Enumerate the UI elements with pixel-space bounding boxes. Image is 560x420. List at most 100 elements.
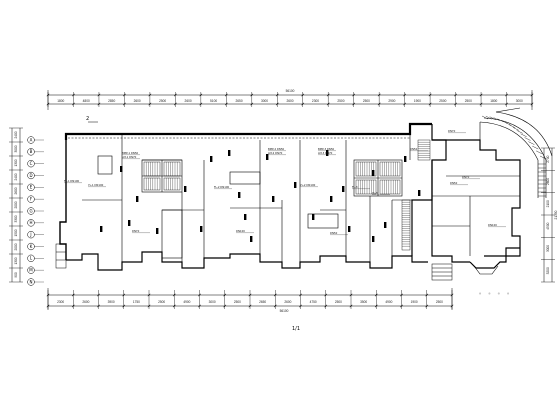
bottom-dimension-label: 1900 — [411, 300, 418, 304]
column-mark — [244, 214, 247, 220]
bottom-dimension-label: 2650 — [259, 300, 266, 304]
pipe-annotation: BMP-3 DN50 — [318, 147, 335, 151]
terrace-hatch-line — [493, 117, 500, 121]
stair-block — [163, 177, 181, 191]
top-dimension-label: 2500 — [337, 99, 344, 103]
dim-slash — [324, 304, 328, 308]
pipe-annotation: DN70 — [462, 175, 470, 179]
dim-slash — [450, 293, 454, 297]
bottom-total-dimension: 56100 — [280, 309, 289, 313]
curved-terrace — [479, 107, 553, 198]
pipe-annotation: DN100 — [488, 223, 497, 227]
dim-slash — [223, 293, 227, 297]
dim-slash — [400, 293, 403, 297]
dim-slash — [352, 102, 356, 106]
column-mark — [384, 222, 387, 228]
pipe-annotation: FL-3 — [352, 185, 358, 189]
dim-slash — [46, 93, 50, 97]
top-total-dimension: 56100 — [286, 89, 295, 93]
dim-slash — [374, 293, 378, 297]
dim-slash — [147, 304, 151, 308]
right-dimension-label: 2100 — [546, 200, 550, 207]
dim-slash — [148, 93, 152, 97]
grid-bubble-label: K — [30, 244, 33, 249]
top-dimension-label: 2500 — [439, 99, 446, 103]
terrace-hatch-line — [528, 141, 535, 145]
left-dimension-label: 1500 — [14, 229, 18, 236]
top-dimension-label: 2500 — [159, 99, 166, 103]
top-dimension-label: 2500 — [363, 99, 370, 103]
left-dimension-label: 3300 — [14, 215, 18, 222]
bottom-dimension-label: 3000 — [209, 300, 216, 304]
column-mark — [312, 214, 315, 220]
dim-slash — [530, 93, 534, 97]
dim-slash — [425, 304, 429, 308]
column-mark — [238, 192, 241, 198]
stair-block — [143, 177, 161, 191]
top-dimension-label: 4800 — [83, 99, 90, 103]
dim-slash — [377, 102, 381, 106]
dim-slash — [224, 93, 228, 97]
bottom-dimension-label: 4750 — [310, 300, 317, 304]
terrace-hatch-line — [489, 116, 496, 120]
dim-slash — [505, 93, 508, 97]
terrace-hatch-line — [532, 145, 539, 150]
column-mark — [200, 226, 203, 232]
left-dimension-label: 2000 — [14, 201, 18, 208]
bottom-dimension-label: 1750 — [133, 300, 140, 304]
left-dimension-label: 1300 — [14, 257, 18, 264]
pipe-annotation: YL-3 — [372, 191, 378, 195]
pipe-annotation: BMP-2 DN50 — [268, 147, 285, 151]
dim-slash — [400, 304, 403, 308]
bottom-dimension-label: 4900 — [183, 300, 190, 304]
pipe-annotation: DN50 — [450, 181, 458, 185]
dim-slash — [123, 93, 126, 97]
structural-columns — [100, 150, 421, 242]
terrace-hatch-line — [505, 122, 512, 126]
watermark: • • • • — [478, 290, 512, 298]
column-mark — [372, 170, 375, 176]
dim-slash — [224, 102, 228, 106]
stair-block — [379, 179, 401, 195]
top-dimension-label: 2900 — [388, 99, 395, 103]
dim-slash — [450, 304, 454, 308]
dim-slash — [299, 304, 302, 308]
grid-bubble-label: H — [29, 220, 32, 225]
column-mark — [156, 228, 159, 234]
top-dimension-label: 2650 — [236, 99, 243, 103]
dim-slash — [97, 93, 101, 97]
pipe-annotation: LM-1 DN70 — [122, 155, 137, 159]
dim-slash — [147, 293, 151, 297]
dim-slash — [46, 102, 50, 106]
dim-slash — [326, 93, 330, 97]
terrace-hatch-line — [508, 124, 516, 128]
bottom-dimension-label: 3900 — [108, 300, 115, 304]
right-dimension-label: 4500 — [546, 222, 550, 229]
dim-slash — [273, 304, 277, 308]
column-mark — [326, 150, 329, 156]
left-dimension-label: 2000 — [14, 243, 18, 250]
stair-block — [417, 139, 431, 161]
dim-slash — [273, 293, 277, 297]
top-dimension-label: 2500 — [465, 99, 472, 103]
right-dimension-label: 3200 — [546, 267, 550, 274]
dim-slash — [250, 102, 254, 106]
top-dimension-label: 2600 — [286, 99, 293, 103]
terrace-hatch-line — [539, 155, 547, 160]
top-dimension-label: 2850 — [108, 99, 115, 103]
dim-slash — [275, 93, 279, 97]
pipe-annotation: DN50 — [410, 147, 418, 151]
dim-slash — [349, 304, 353, 308]
dim-slash — [248, 304, 252, 308]
dim-slash — [479, 102, 483, 106]
pipe-annotation: FL-1 DN100 — [64, 179, 80, 183]
pipe-annotation: DN50 — [330, 231, 338, 235]
bottom-dimension-label: 4900 — [385, 300, 392, 304]
dim-slash — [530, 102, 534, 106]
column-mark — [136, 196, 139, 202]
left-dimension-label: 2600 — [14, 187, 18, 194]
pipe-annotation: BMP-1 DN50 — [122, 151, 139, 155]
terrace-hatch-line — [512, 127, 520, 131]
pipe-annotation: FL-2 DN100 — [214, 185, 230, 189]
